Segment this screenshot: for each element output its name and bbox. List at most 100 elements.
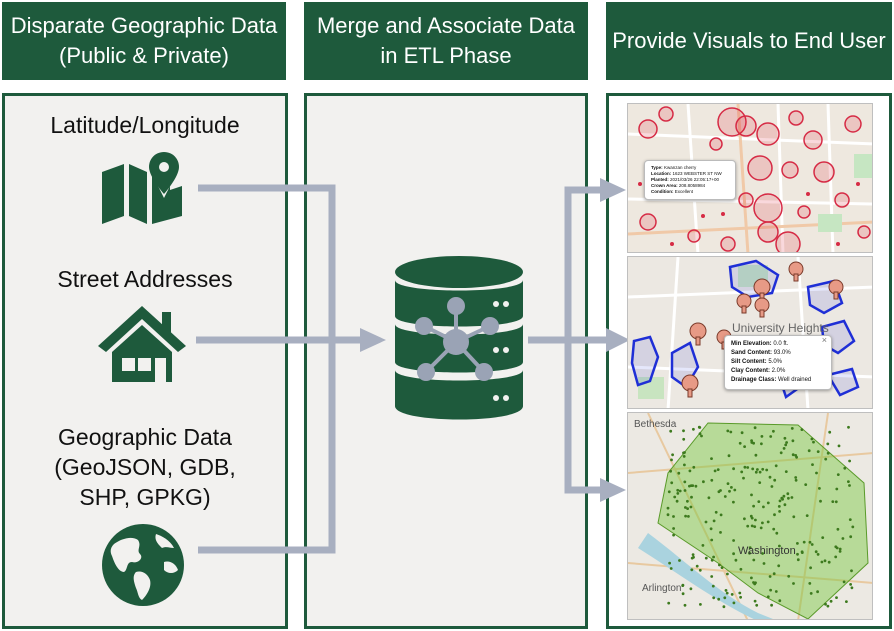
tree-dot <box>700 434 703 438</box>
tree-dot <box>812 440 815 444</box>
header-provide-visuals-text: Provide Visuals to End User <box>612 28 886 53</box>
tree-dot <box>730 593 734 596</box>
tree-dot <box>795 455 798 459</box>
tree-dot <box>753 426 757 430</box>
tree-dot <box>671 453 674 457</box>
tooltip-close-icon[interactable]: × <box>821 335 827 345</box>
tree-dot <box>709 527 713 531</box>
tree-dot <box>772 527 776 531</box>
tree-dot <box>694 484 698 488</box>
tree-dot <box>676 492 680 495</box>
tree-dot <box>687 515 690 518</box>
geo-data-label-line1: Geographic Data <box>58 424 232 450</box>
tree-dot <box>773 478 777 482</box>
map-soil-polygons[interactable]: University Heights × Min Elevation: 0.0 … <box>627 256 873 409</box>
tree-dot <box>782 494 786 498</box>
tree-dot <box>761 467 765 471</box>
tree-dot <box>810 543 814 546</box>
tree-dot <box>790 496 794 499</box>
tree-dot <box>690 568 694 572</box>
tree-dot <box>829 599 833 603</box>
tree-dot <box>742 476 745 480</box>
tree-dot <box>818 487 821 490</box>
tree-dot <box>739 595 742 599</box>
tree-dot <box>785 441 788 444</box>
map-label-arlington: Arlington <box>642 583 682 594</box>
tree-dot <box>796 558 800 562</box>
tooltip-line: Silt Content: 5.0% <box>731 359 783 365</box>
tree-dot <box>772 572 776 576</box>
tree-dot <box>670 458 673 462</box>
tree-dot <box>711 584 715 588</box>
latlon-label: Latitude/Longitude <box>50 112 240 138</box>
map-tree-points[interactable]: Type: Kwanzan cherry Location: 1623 WEBS… <box>627 103 873 253</box>
tree-dot <box>713 469 717 473</box>
tree-dot <box>684 514 687 518</box>
map-tree-points-canvas <box>628 104 872 252</box>
geo-data-label: Geographic Data (GeoJSON, GDB, SHP, GPKG… <box>10 422 280 512</box>
tree-dot <box>784 470 788 473</box>
tooltip-line: Condition: Excellent <box>651 189 694 194</box>
tree-dot <box>699 603 702 606</box>
tree-dot <box>778 499 782 503</box>
map-soil-tooltip: × Min Elevation: 0.0 ft. Sand Content: 9… <box>724 335 832 390</box>
tree-dot <box>849 583 852 586</box>
tree-dot <box>754 518 757 522</box>
tree-dot <box>710 558 714 562</box>
tree-dot <box>752 558 756 562</box>
header-merge-etl-text: Merge and Associate Data in ETL Phase <box>316 13 576 68</box>
tree-dot <box>682 451 685 455</box>
tree-dot <box>666 513 670 517</box>
tree-dot <box>750 524 754 528</box>
tree-dot <box>668 561 671 565</box>
tree-dot <box>800 428 804 431</box>
tree-dot <box>850 586 854 590</box>
tree-dot <box>669 429 673 433</box>
tooltip-line: Planted: 2021/03/26 22:05:17+00 <box>651 177 719 182</box>
map-label-washington: Washington <box>738 545 796 557</box>
tree-dot <box>810 437 814 441</box>
tree-dot <box>784 443 788 447</box>
tree-dot <box>838 550 842 553</box>
tree-dot <box>766 520 770 524</box>
tree-dot <box>666 506 670 510</box>
tree-dot <box>757 500 761 503</box>
map-city-points-canvas <box>628 413 872 619</box>
map-pin-icon <box>102 152 182 224</box>
tree-dot <box>777 505 781 508</box>
tree-dot <box>682 455 686 458</box>
tree-dot <box>743 445 746 448</box>
tree-dot <box>707 496 711 500</box>
tree-dot <box>692 555 695 559</box>
tree-dot <box>752 504 755 508</box>
address-label: Street Addresses <box>57 266 233 292</box>
tree-dot <box>749 514 753 518</box>
tree-dot <box>726 482 730 485</box>
tree-dot <box>688 484 691 488</box>
tree-dot <box>748 546 752 550</box>
tree-dot <box>778 599 782 603</box>
tree-dot <box>754 581 757 585</box>
tree-dot <box>826 442 830 446</box>
tree-dot <box>669 469 672 473</box>
house-icon <box>98 306 186 382</box>
tree-dot <box>753 525 757 528</box>
tree-dot <box>834 545 838 549</box>
tree-dot <box>765 468 769 472</box>
tree-dot <box>732 500 735 504</box>
tree-dot <box>841 537 845 540</box>
tree-dot <box>686 499 689 503</box>
tree-dot <box>823 559 827 563</box>
tree-dot <box>690 495 693 499</box>
map-city-points[interactable]: Bethesda Washington Arlington <box>627 412 873 620</box>
tree-dot <box>778 544 781 548</box>
tree-dot <box>676 488 680 492</box>
tree-dot <box>850 569 853 573</box>
tree-dot <box>692 427 695 431</box>
tree-dot <box>683 603 687 607</box>
tooltip-line: Location: 1623 WEBSTER ST NW <box>651 171 722 176</box>
tree-dot <box>820 560 824 564</box>
tree-dot <box>717 597 721 601</box>
tree-dot <box>842 580 846 584</box>
tree-dot <box>851 525 855 529</box>
